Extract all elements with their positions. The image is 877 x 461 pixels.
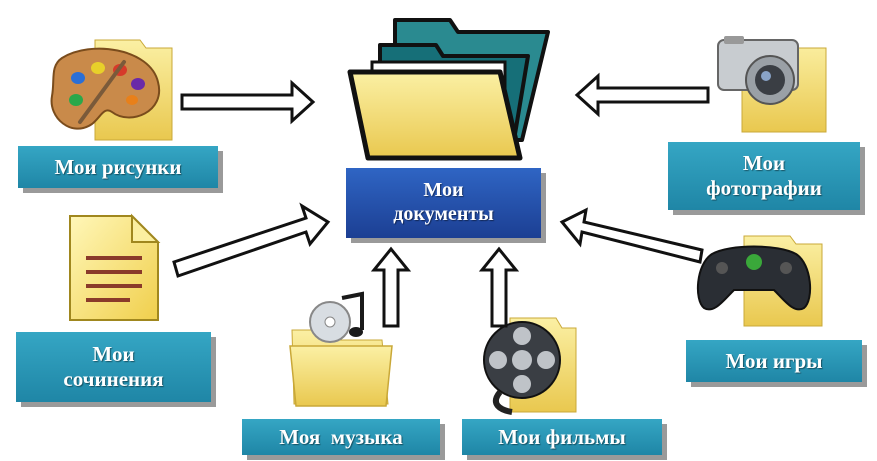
center-node-line2: документы (393, 203, 494, 225)
gamepad-icon (696, 235, 823, 327)
node-music-text: Моя музыка (279, 424, 403, 449)
document-icon (69, 213, 161, 321)
node-films-label: Мои фильмы (462, 419, 662, 455)
film-reel-icon (483, 317, 577, 415)
music-folder-icon (289, 291, 393, 407)
main-folder-icon (347, 18, 550, 161)
center-node-line1: Мои (423, 179, 464, 202)
node-films-text: Мои фильмы (498, 424, 626, 449)
node-drawings-text: Мои рисунки (54, 154, 182, 179)
arrow-films-to-center (478, 246, 520, 328)
camera-icon (717, 36, 827, 133)
node-essays-line2: сочинения (63, 367, 164, 391)
arrow-photos-to-center (574, 72, 710, 118)
center-node-label: Мои документы (346, 168, 541, 238)
node-drawings-label: Мои рисунки (18, 146, 218, 188)
node-photos-label: Мои фотографии (668, 142, 860, 210)
arrow-essays-to-center (172, 202, 331, 278)
node-games-label: Мои игры (686, 340, 862, 382)
palette-icon (50, 39, 173, 141)
arrow-drawings-to-center (180, 79, 316, 125)
arrow-games-to-center (559, 207, 704, 264)
node-essays-label: Мои сочинения (16, 332, 211, 402)
node-photos-line2: фотографии (706, 176, 822, 200)
node-games-text: Мои игры (725, 348, 823, 373)
node-music-label: Моя музыка (242, 419, 440, 455)
node-photos-line1: Мои (742, 151, 786, 176)
node-essays-line1: Мои (92, 342, 135, 367)
arrow-music-to-center (370, 246, 412, 328)
